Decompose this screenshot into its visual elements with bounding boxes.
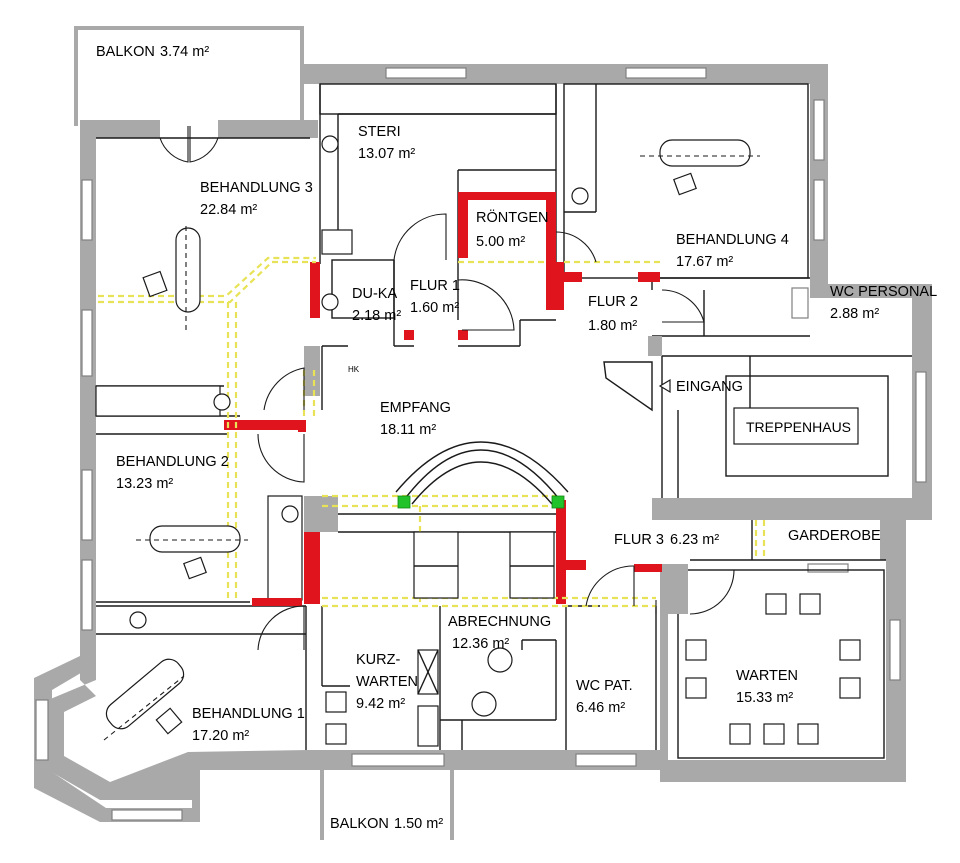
area-abrechnung: 12.36 m²: [452, 636, 509, 652]
area-empfang: 18.11 m²: [380, 422, 436, 438]
label-eingang: EINGANG: [676, 379, 743, 395]
label-flur-3: FLUR 3: [614, 532, 664, 548]
red-walls: [224, 192, 662, 606]
doors: [159, 126, 735, 651]
label-balkon-top: BALKON: [96, 44, 155, 60]
area-warten: 15.33 m²: [736, 690, 793, 706]
label-kurz-warten-2: WARTEN: [356, 674, 418, 690]
label-abrechnung: ABRECHNUNG: [448, 614, 551, 630]
area-flur-2: 1.80 m²: [588, 318, 637, 334]
area-balkon-bottom: 1.50 m²: [394, 816, 443, 832]
label-empfang: EMPFANG: [380, 400, 451, 416]
label-behandlung-3: BEHANDLUNG 3: [200, 180, 313, 196]
label-behandlung-4: BEHANDLUNG 4: [676, 232, 789, 248]
label-garderobe: GARDEROBE: [788, 528, 881, 544]
area-wc-pat: 6.46 m²: [576, 700, 625, 716]
label-flur-2: FLUR 2: [588, 294, 638, 310]
area-wc-personal: 2.88 m²: [830, 306, 879, 322]
label-flur-1: FLUR 1: [410, 278, 460, 294]
area-behandlung-1: 17.20 m²: [192, 728, 249, 744]
fixtures: [103, 135, 861, 745]
label-treppenhaus: TREPPENHAUS: [746, 419, 851, 435]
area-kurz-warten: 9.42 m²: [356, 696, 405, 712]
label-behandlung-2: BEHANDLUNG 2: [116, 454, 229, 470]
area-flur-1: 1.60 m²: [410, 300, 459, 316]
area-flur-3: 6.23 m²: [670, 532, 719, 548]
label-wc-personal: WC PERSONAL: [830, 284, 937, 300]
area-du-ka: 2.18 m²: [352, 308, 401, 324]
area-steri: 13.07 m²: [358, 146, 415, 162]
label-wc-pat: WC PAT.: [576, 678, 633, 694]
label-behandlung-1: BEHANDLUNG 1: [192, 706, 305, 722]
room-labels: BALKON 3.74 m² STERI 13.07 m² RÖNTGEN 5.…: [96, 44, 937, 832]
label-steri: STERI: [358, 124, 401, 140]
label-balkon-bottom: BALKON: [330, 816, 389, 832]
reception-counter: [395, 441, 569, 747]
label-kurz-warten-1: KURZ-: [356, 652, 400, 668]
label-warten: WARTEN: [736, 668, 798, 684]
label-du-ka: DU-KA: [352, 286, 397, 302]
area-balkon-top: 3.74 m²: [160, 44, 209, 60]
windows: [35, 67, 927, 821]
label-hk: HK: [348, 365, 360, 374]
label-roentgen: RÖNTGEN: [476, 208, 549, 226]
area-behandlung-3: 22.84 m²: [200, 202, 257, 218]
area-behandlung-4: 17.67 m²: [676, 254, 733, 270]
area-behandlung-2: 13.23 m²: [116, 476, 173, 492]
area-roentgen: 5.00 m²: [476, 234, 525, 250]
